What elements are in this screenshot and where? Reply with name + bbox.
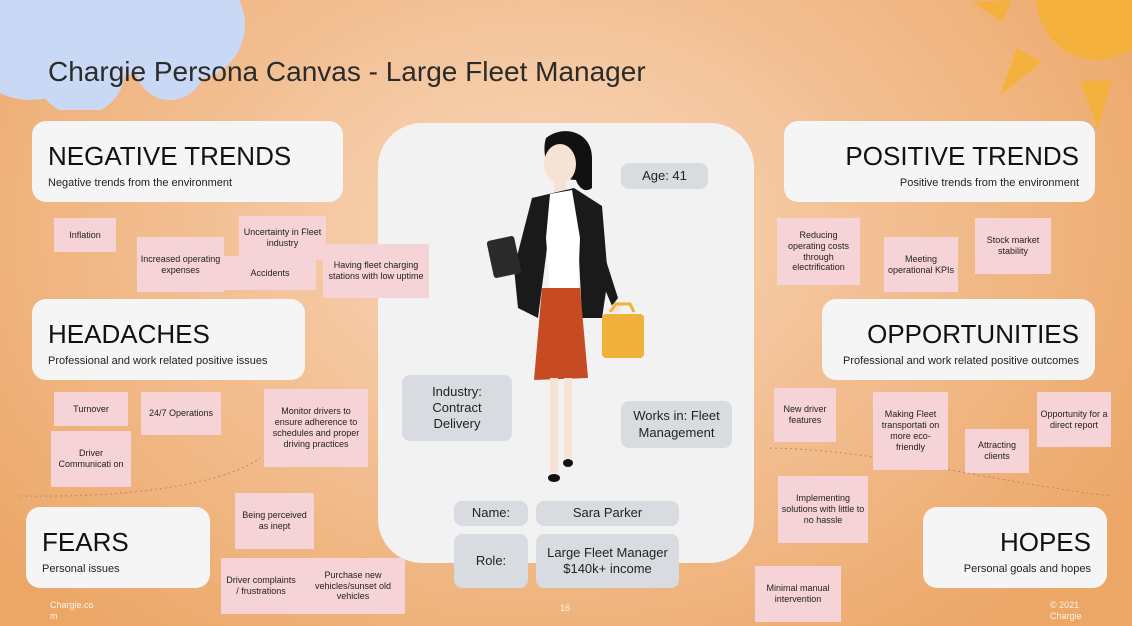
note-fleet-charging: Having fleet charging stations with low …	[323, 244, 429, 298]
note-reducing-costs: Reducing operating costs through electri…	[777, 218, 860, 285]
works-in-label: Works in: Fleet Management	[621, 401, 732, 448]
fears-subtitle: Personal issues	[42, 563, 210, 575]
note-driver-communication: Driver Communicati on	[51, 431, 131, 487]
note-monitor-drivers: Monitor drivers to ensure adherence to s…	[264, 389, 368, 467]
note-driver-complaints: Driver complaints / frustrations	[221, 558, 301, 614]
note-implementing-solutions: Implementing solutions with little to no…	[778, 476, 868, 543]
name-value: Sara Parker	[536, 501, 679, 526]
positive-trends-heading: POSITIVE TRENDS	[784, 143, 1079, 169]
opportunities-card: OPPORTUNITIES Professional and work rela…	[822, 299, 1095, 380]
hopes-subtitle: Personal goals and hopes	[923, 563, 1091, 575]
sun-icon	[972, 0, 1132, 140]
note-minimal-intervention: Minimal manual intervention	[755, 566, 841, 622]
role-value: Large Fleet Manager $140k+ income	[536, 534, 679, 588]
negative-trends-heading: NEGATIVE TRENDS	[48, 143, 343, 169]
fears-card: FEARS Personal issues	[26, 507, 210, 588]
note-operations-247: 24/7 Operations	[141, 392, 221, 435]
cloud-icon	[0, 0, 260, 110]
note-stock-market: Stock market stability	[975, 218, 1051, 274]
industry-label: Industry: Contract Delivery	[402, 375, 512, 441]
opportunities-subtitle: Professional and work related positive o…	[822, 355, 1079, 367]
name-label: Name:	[454, 501, 528, 526]
headaches-card: HEADACHES Professional and work related …	[32, 299, 305, 380]
age-label: Age: 41	[621, 163, 708, 189]
fears-heading: FEARS	[42, 529, 210, 555]
hopes-card: HOPES Personal goals and hopes	[923, 507, 1107, 588]
positive-trends-subtitle: Positive trends from the environment	[784, 177, 1079, 189]
note-purchase-vehicles: Purchase new vehicles/sunset old vehicle…	[301, 558, 405, 614]
hopes-heading: HOPES	[923, 529, 1091, 555]
footer-left: Chargie.co m	[50, 600, 100, 622]
opportunities-heading: OPPORTUNITIES	[822, 321, 1079, 347]
positive-trends-card: POSITIVE TRENDS Positive trends from the…	[784, 121, 1095, 202]
negative-trends-card: NEGATIVE TRENDS Negative trends from the…	[32, 121, 343, 202]
negative-trends-subtitle: Negative trends from the environment	[48, 177, 343, 189]
note-eco-friendly: Making Fleet transportati on more eco-fr…	[873, 392, 948, 470]
page-number: 16	[560, 603, 570, 614]
headaches-heading: HEADACHES	[48, 321, 305, 347]
headaches-subtitle: Professional and work related positive i…	[48, 355, 305, 367]
note-meeting-kpis: Meeting operational KPIs	[884, 237, 958, 292]
note-perceived-inept: Being perceived as inept	[235, 493, 314, 549]
note-increased-expenses: Increased operating expenses	[137, 237, 224, 292]
note-new-driver-features: New driver features	[774, 388, 836, 442]
role-label: Role:	[454, 534, 528, 588]
note-uncertainty: Uncertainty in Fleet industry	[239, 216, 326, 260]
note-accidents: Accidents	[224, 256, 316, 290]
footer-right: © 2021 Chargie	[1050, 600, 1090, 622]
note-direct-report: Opportunity for a direct report	[1037, 392, 1111, 447]
page-title: Chargie Persona Canvas - Large Fleet Man…	[48, 56, 646, 88]
note-turnover: Turnover	[54, 392, 128, 426]
note-attracting-clients: Attracting clients	[965, 429, 1029, 473]
note-inflation: Inflation	[54, 218, 116, 252]
